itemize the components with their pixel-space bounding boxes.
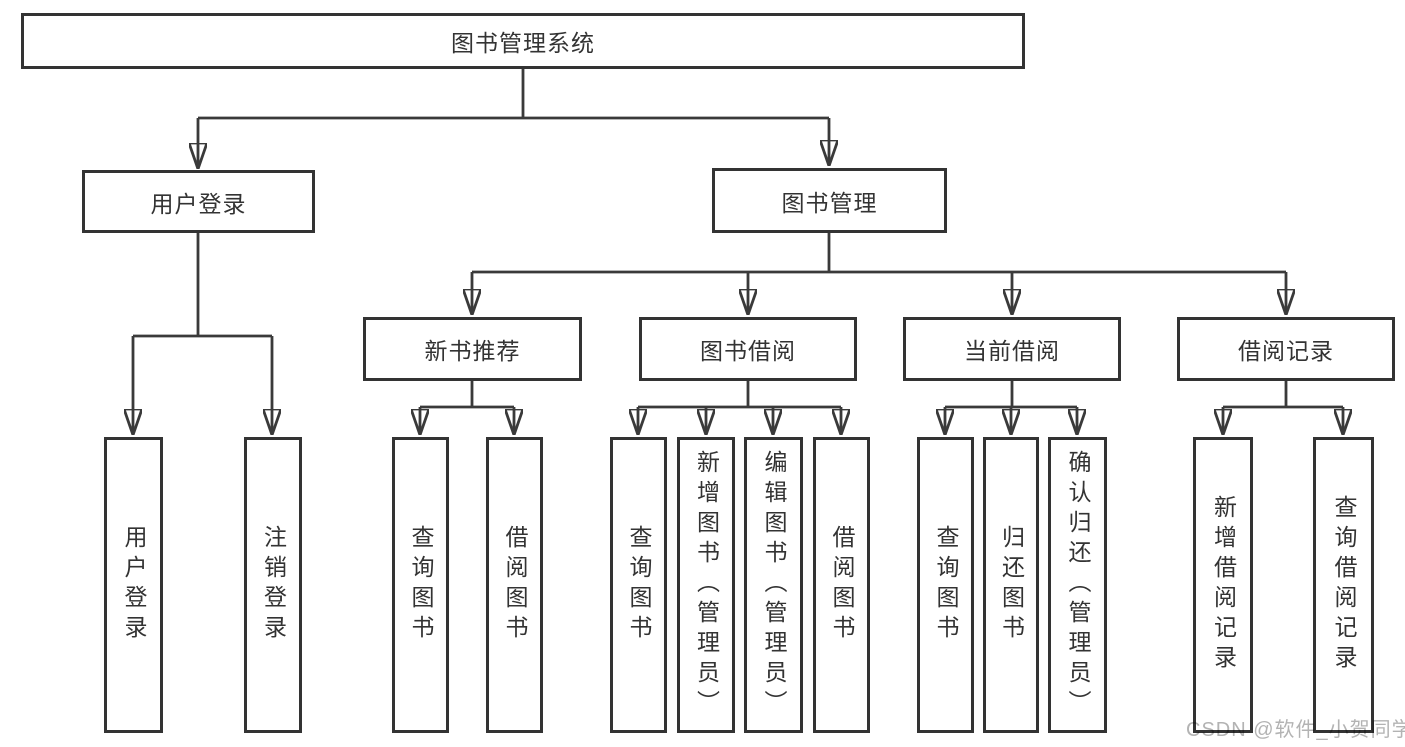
node-leaf-add-borrow-record: 新增借阅记录	[1193, 437, 1253, 733]
node-label: 新增借阅记录	[1210, 495, 1237, 675]
node-borrow-records: 借阅记录	[1177, 317, 1395, 381]
node-label: 当前借阅	[964, 338, 1060, 364]
node-label: 查询图书	[408, 525, 434, 645]
node-label: 图书管理系统	[451, 30, 595, 56]
node-current-borrow: 当前借阅	[903, 317, 1121, 381]
node-label: 确认归还（管理员）	[1065, 450, 1091, 720]
node-book-management: 图书管理	[712, 168, 947, 233]
node-leaf-edit-book-admin: 编辑图书（管理员）	[744, 437, 803, 733]
node-book-borrow: 图书借阅	[639, 317, 857, 381]
csdn-watermark: CSDN @软件_小贺同学	[1186, 719, 1405, 741]
node-leaf-user-login: 用户登录	[104, 437, 163, 733]
node-label: 查询图书	[933, 525, 959, 645]
edge-root-to-level2	[198, 69, 829, 168]
node-label: 编辑图书（管理员）	[761, 450, 787, 720]
node-label: 图书管理	[781, 189, 878, 216]
node-leaf-query-borrow-record: 查询借阅记录	[1313, 437, 1374, 733]
node-label: 归还图书	[998, 525, 1025, 645]
node-label: 借阅记录	[1238, 338, 1334, 364]
node-label: 借阅图书	[502, 525, 528, 645]
edge-borrow-to-leaves	[638, 381, 841, 434]
node-library-management-system: 图书管理系统	[21, 13, 1025, 69]
node-label: 查询图书	[626, 525, 652, 645]
node-label: 注销登录	[260, 525, 287, 645]
node-leaf-borrow-query-book: 查询图书	[610, 437, 667, 733]
node-new-book-recommend: 新书推荐	[363, 317, 582, 381]
edge-records-to-leaves	[1223, 381, 1343, 434]
node-leaf-current-query-book: 查询图书	[917, 437, 974, 733]
node-leaf-confirm-return-admin: 确认归还（管理员）	[1048, 437, 1107, 733]
node-leaf-borrow-book: 借阅图书	[813, 437, 870, 733]
node-leaf-add-book-admin: 新增图书（管理员）	[677, 437, 735, 733]
edge-recommend-to-leaves	[420, 381, 514, 434]
node-user-login: 用户登录	[82, 170, 315, 233]
node-leaf-recommend-query-book: 查询图书	[392, 437, 449, 733]
node-label: 图书借阅	[700, 338, 796, 364]
edge-bookmgmt-to-level3	[472, 233, 1286, 314]
node-label: 新书推荐	[424, 338, 521, 364]
edge-userlogin-to-leaves	[133, 233, 272, 434]
node-label: 用户登录	[121, 525, 147, 645]
node-leaf-return-book: 归还图书	[983, 437, 1039, 733]
edge-current-to-leaves	[945, 381, 1077, 434]
node-label: 借阅图书	[829, 525, 855, 645]
node-label: 查询借阅记录	[1331, 495, 1357, 675]
node-label: 新增图书（管理员）	[693, 450, 720, 720]
node-label: 用户登录	[150, 190, 247, 217]
node-leaf-recommend-borrow-book: 借阅图书	[486, 437, 543, 733]
node-leaf-logout: 注销登录	[244, 437, 302, 733]
